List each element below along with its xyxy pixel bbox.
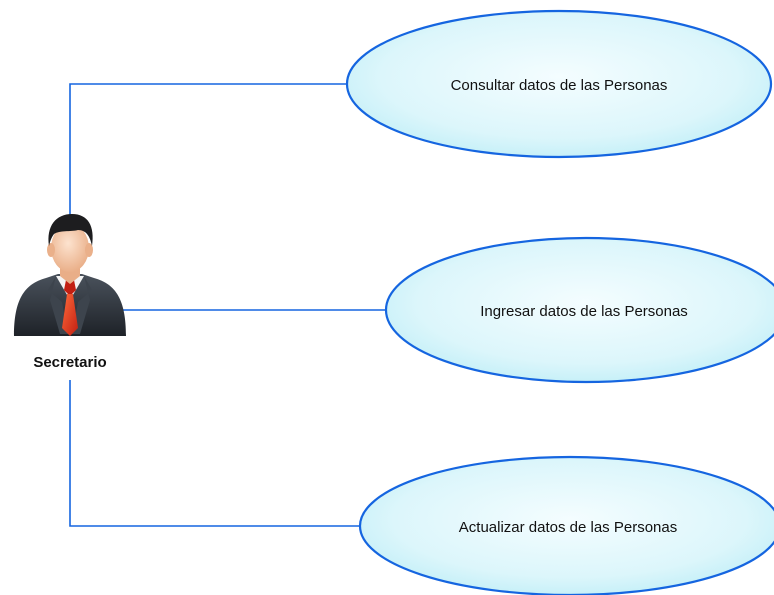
- actor-secretario[interactable]: Secretario: [14, 214, 126, 371]
- association-consultar: [69, 83, 348, 218]
- use-case-label: Ingresar datos de las Personas: [480, 303, 688, 320]
- businessman-icon: [14, 214, 126, 336]
- use-case-actualizar[interactable]: Actualizar datos de las Personas: [358, 455, 774, 595]
- use-case-ellipse: [384, 236, 774, 384]
- association-actualizar: [69, 380, 360, 527]
- use-case-label: Consultar datos de las Personas: [451, 77, 668, 94]
- association-lines: [69, 83, 386, 527]
- use-case-ingresar[interactable]: Ingresar datos de las Personas: [384, 236, 774, 384]
- actor-name: Secretario: [33, 354, 106, 371]
- use-case-consultar[interactable]: Consultar datos de las Personas: [345, 9, 773, 159]
- use-case-label: Actualizar datos de las Personas: [459, 519, 677, 536]
- use-case-ellipse: [345, 9, 773, 159]
- use-case-ellipse: [358, 455, 774, 595]
